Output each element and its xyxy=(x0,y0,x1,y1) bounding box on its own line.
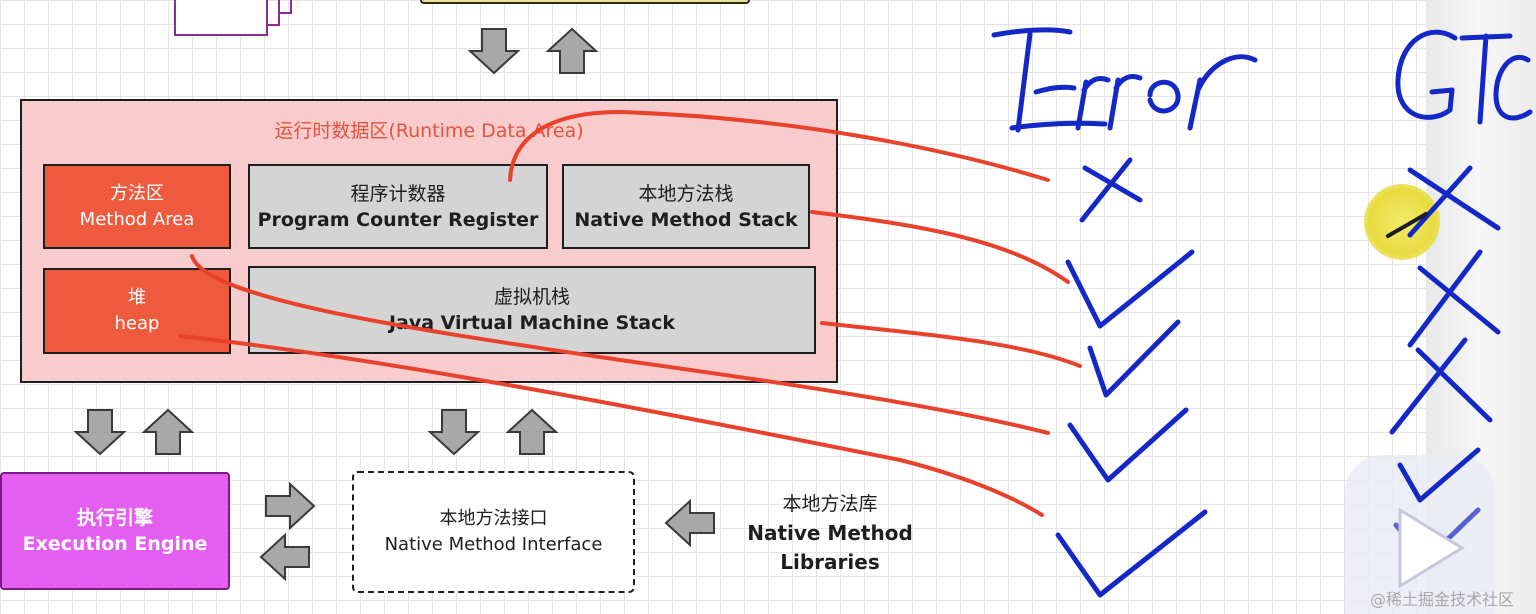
arrow-up-left xyxy=(143,409,193,455)
error-mark-cross xyxy=(1079,157,1143,223)
program-counter-en: Program Counter Register xyxy=(257,208,539,231)
method-area-en: Method Area xyxy=(79,208,195,230)
native-method-libraries-zh: 本地方法库 xyxy=(782,493,878,515)
connector-native-stack xyxy=(810,210,1070,284)
heap-zh: 堆 xyxy=(128,287,146,308)
runtime-data-area-title: 运行时数据区(Runtime Data Area) xyxy=(274,120,584,142)
watermark-text: @稀土掘金技术社区 xyxy=(1370,590,1515,609)
native-method-interface-box: 本地方法接口 Native Method Interface xyxy=(352,471,635,593)
arrow-down-top xyxy=(469,28,519,74)
program-counter-zh: 程序计数器 xyxy=(350,182,446,205)
gc-mark-check-1 xyxy=(1397,447,1481,503)
error-mark-check-4 xyxy=(1055,509,1208,598)
native-method-libraries-label: 本地方法库 Native Method Libraries xyxy=(735,490,925,577)
gc-mark-cross-2 xyxy=(1407,249,1501,348)
arrow-up-mid xyxy=(507,409,557,455)
native-method-libraries-en-2: Libraries xyxy=(780,550,880,574)
connector-jvm-stack xyxy=(820,321,1082,368)
arrow-left-libraries xyxy=(665,500,715,546)
native-method-interface-zh: 本地方法接口 xyxy=(439,508,548,529)
error-mark-check-1 xyxy=(1065,249,1195,329)
jvm-stack-box: 虚拟机栈 Java Virtual Machine Stack xyxy=(248,266,816,354)
method-area-box: 方法区 Method Area xyxy=(43,164,231,249)
execution-engine-zh: 执行引擎 xyxy=(76,507,153,529)
error-mark-check-2 xyxy=(1087,319,1181,398)
pen-cursor-stroke xyxy=(1386,212,1428,238)
jvm-stack-zh: 虚拟机栈 xyxy=(493,286,570,308)
gc-mark-cross-3 xyxy=(1389,337,1493,435)
pen-cursor-highlight xyxy=(1364,184,1440,260)
native-method-stack-box: 本地方法栈 Native Method Stack xyxy=(562,164,810,249)
execution-engine-box: 执行引擎 Execution Engine xyxy=(0,472,230,590)
method-area-zh: 方法区 xyxy=(110,182,164,204)
top-doc-stack-shadow xyxy=(268,0,280,26)
gc-mark-cross-1 xyxy=(1407,165,1501,238)
program-counter-box: 程序计数器 Program Counter Register xyxy=(248,164,548,249)
top-doc-stack xyxy=(174,0,268,36)
connector-heap xyxy=(178,334,1044,517)
native-method-stack-en: Native Method Stack xyxy=(574,208,798,231)
native-method-libraries-en-1: Native Method xyxy=(747,521,913,545)
play-triangle-icon[interactable] xyxy=(1398,507,1465,589)
connector-pc-register xyxy=(508,109,1050,182)
top-doc-stack-shadow-2 xyxy=(280,0,292,14)
native-method-interface-en: Native Method Interface xyxy=(384,534,603,555)
handwritten-gc xyxy=(1395,29,1533,125)
heap-en: heap xyxy=(114,313,160,334)
execution-engine-en: Execution Engine xyxy=(22,533,208,555)
jvm-stack-en: Java Virtual Machine Stack xyxy=(388,312,676,334)
handwritten-error xyxy=(991,27,1258,133)
top-loader-box xyxy=(420,0,750,4)
arrow-right-engine xyxy=(265,483,315,529)
arrow-down-left xyxy=(75,409,125,455)
native-method-stack-zh: 本地方法栈 xyxy=(638,182,734,205)
error-mark-check-3 xyxy=(1067,407,1189,483)
arrow-left-engine xyxy=(260,534,310,580)
arrow-up-top xyxy=(547,28,597,74)
arrow-down-mid xyxy=(429,409,479,455)
connector-method-area xyxy=(190,254,1050,435)
